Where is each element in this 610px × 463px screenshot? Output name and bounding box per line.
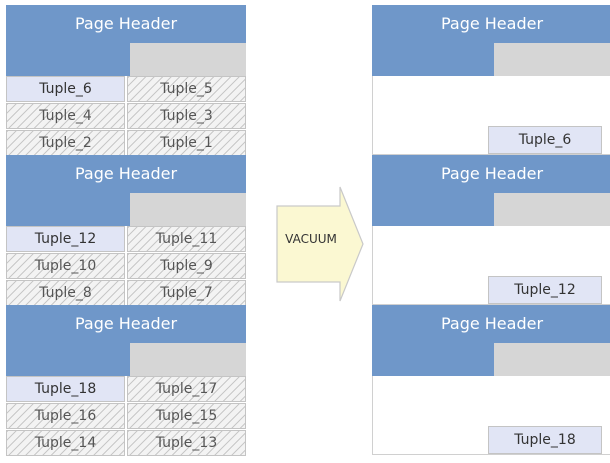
tuple-dead: Tuple_16 [6, 403, 125, 429]
tuple-live: Tuple_18 [488, 426, 602, 454]
tuple-dead: Tuple_8 [6, 280, 125, 306]
tuple-dead: Tuple_4 [6, 103, 125, 129]
page-header-free-space [494, 193, 610, 226]
vacuum-arrow-shape [276, 186, 364, 302]
tuple-live: Tuple_18 [6, 376, 125, 402]
tuple-dead: Tuple_10 [6, 253, 125, 279]
page-header-free-space [130, 43, 246, 76]
page-header: Page Header [372, 305, 610, 343]
tuple-live: Tuple_6 [488, 126, 602, 154]
tuple-dead: Tuple_11 [127, 226, 246, 252]
tuple-dead: Tuple_1 [127, 130, 246, 156]
tuple-dead: Tuple_5 [127, 76, 246, 102]
page-header: Page Header [6, 305, 246, 343]
tuple-live: Tuple_12 [6, 226, 125, 252]
page-header: Page Header [372, 155, 610, 193]
page-header-free-space [130, 343, 246, 376]
page-header-block [6, 343, 130, 376]
page-header-block [6, 193, 130, 226]
page-header: Page Header [6, 5, 246, 43]
tuple-dead: Tuple_17 [127, 376, 246, 402]
tuple-dead: Tuple_15 [127, 403, 246, 429]
vacuum-arrow [276, 186, 364, 302]
tuple-dead: Tuple_14 [6, 430, 125, 456]
page-header-block [372, 343, 494, 376]
page-header: Page Header [372, 5, 610, 43]
tuple-dead: Tuple_3 [127, 103, 246, 129]
tuple-live: Tuple_6 [6, 76, 125, 102]
tuple-dead: Tuple_13 [127, 430, 246, 456]
vacuum-arrow-label: VACUUM [285, 232, 337, 246]
page-header-free-space [494, 343, 610, 376]
tuple-dead: Tuple_2 [6, 130, 125, 156]
page-header-block [6, 43, 130, 76]
tuple-dead: Tuple_7 [127, 280, 246, 306]
page-header: Page Header [6, 155, 246, 193]
page-header-block [372, 193, 494, 226]
tuple-live: Tuple_12 [488, 276, 602, 304]
tuple-dead: Tuple_9 [127, 253, 246, 279]
page-header-block [372, 43, 494, 76]
page-header-free-space [494, 43, 610, 76]
page-header-free-space [130, 193, 246, 226]
